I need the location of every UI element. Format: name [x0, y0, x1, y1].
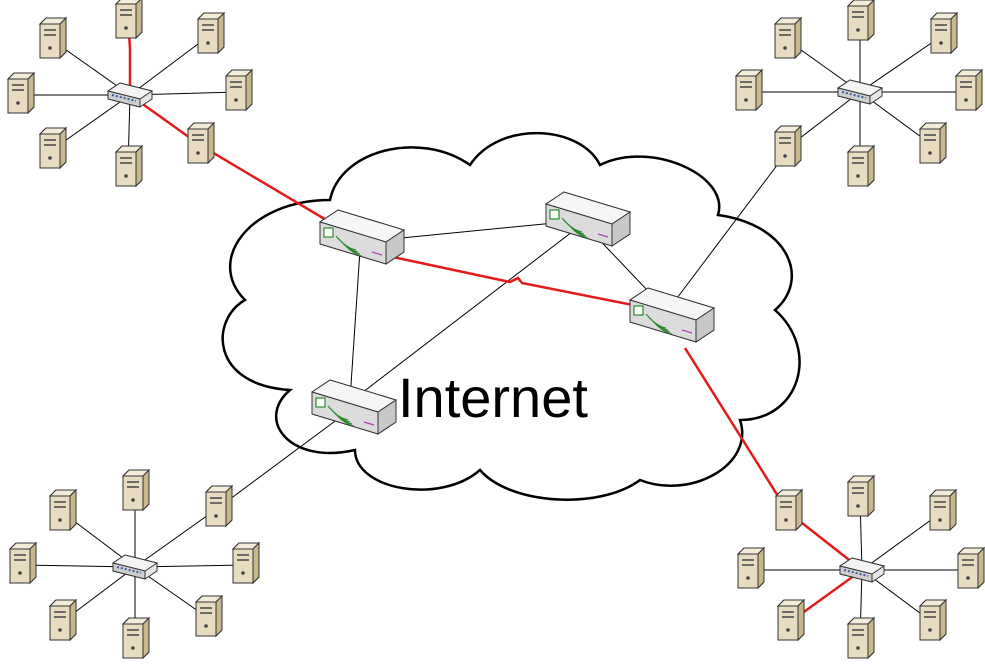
- server-icon: [7, 72, 35, 114]
- server-icon: [187, 122, 215, 164]
- server-icon: [122, 469, 150, 511]
- server-icon: [775, 489, 803, 531]
- server-icon: [225, 69, 253, 111]
- switch-icon: [839, 557, 885, 583]
- server-icon: [919, 122, 947, 164]
- server-icon: [957, 547, 985, 589]
- switch-icon: [112, 554, 158, 580]
- server-icon: [847, 145, 875, 187]
- server-icon: [115, 0, 143, 39]
- server-icon: [930, 12, 958, 54]
- server-icon: [39, 127, 67, 169]
- server-icon: [774, 125, 802, 167]
- server-icon: [115, 145, 143, 187]
- switch-icon: [107, 82, 153, 108]
- server-icon: [847, 475, 875, 517]
- server-icon: [197, 12, 225, 54]
- server-icon: [774, 17, 802, 59]
- server-icon: [49, 489, 77, 531]
- server-icon: [737, 547, 765, 589]
- server-icon: [195, 595, 223, 637]
- server-icon: [122, 617, 150, 659]
- server-icon: [49, 599, 77, 641]
- server-icon: [847, 0, 875, 41]
- server-icon: [735, 69, 763, 111]
- server-icon: [205, 485, 233, 527]
- server-icon: [919, 599, 947, 641]
- switch-icon: [837, 79, 883, 105]
- server-icon: [929, 489, 957, 531]
- server-icon: [955, 69, 983, 111]
- server-icon: [777, 599, 805, 641]
- server-icon: [39, 17, 67, 59]
- server-icon: [9, 542, 37, 584]
- cloud-label: Internet: [398, 366, 588, 429]
- server-icon: [847, 617, 875, 659]
- server-icon: [232, 542, 260, 584]
